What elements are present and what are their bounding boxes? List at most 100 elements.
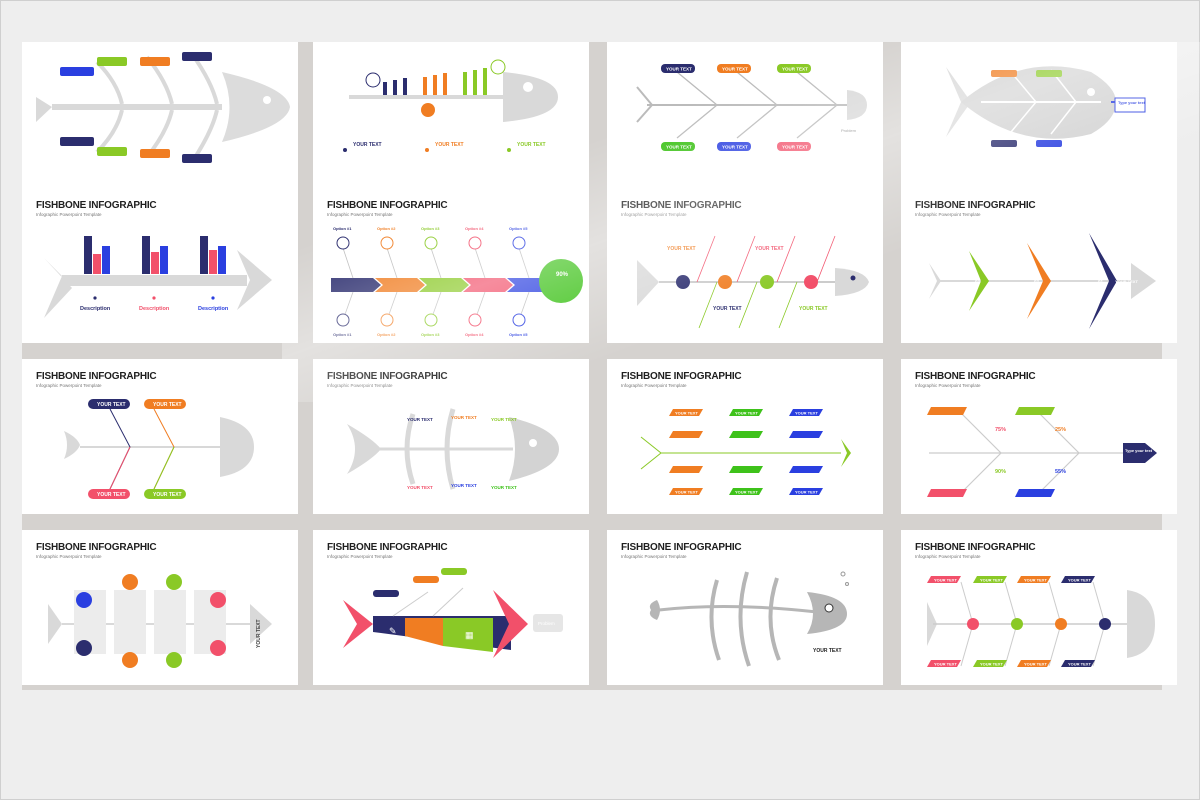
slide-14: FISHBONE INFOGRAPHIC Infographic Powerpo…	[313, 530, 589, 685]
slide-subtitle: Infographic Powerpoint Template	[915, 383, 981, 388]
label-your-text: YOUR TEXT	[666, 145, 692, 150]
fishbone-diagram: Type your text 75% 25% 90% 55%	[927, 407, 1157, 497]
slide-title: FISHBONE INFOGRAPHIC	[327, 200, 448, 211]
option-label: Option #5	[509, 332, 528, 337]
step-number: 03	[975, 279, 981, 284]
slide-1	[22, 42, 298, 197]
fishbone-diagram: YOUR TEXT YOUR TEXT YOUR TEXT YOUR TEXT	[637, 235, 869, 329]
fish-diagram: Type your text	[946, 66, 1146, 147]
label-your-text: YOUR TEXT	[666, 67, 692, 72]
option-label: Option #1	[333, 226, 352, 231]
slide-title: FISHBONE INFOGRAPHIC	[36, 542, 157, 553]
fish-diagram: YOUR TEXT YOUR TEXT YOUR TEXT YOUR TEXT …	[347, 408, 559, 490]
label-description: Description	[198, 306, 229, 312]
label-your-text: YOUR TEXT	[407, 417, 433, 422]
slide-subtitle: Infographic Powerpoint Template	[36, 554, 102, 559]
label-your-text: YOUR TEXT	[256, 619, 262, 648]
label-your-text: YOUR TEXT	[1024, 662, 1047, 667]
fishbone-diagram: YOUR TEXT YOUR TEXT YOUR TEXT YOUR TEXT …	[640, 409, 851, 495]
label-your-text: YOUR TEXT	[755, 246, 784, 252]
fishbone-diagram: YOUR TEXT YOUR TEXT YOUR TEXT YOUR TEXT	[64, 399, 254, 499]
label-your-text: YOUR TEXT	[435, 142, 464, 148]
label-your-text: YOUR TEXT	[713, 306, 742, 312]
label-your-text: YOUR TEXT	[782, 145, 808, 150]
percent-value: 75%	[995, 427, 1006, 433]
slide-13: FISHBONE INFOGRAPHIC Infographic Powerpo…	[22, 530, 298, 685]
label-your-text: YOUR TEXT	[934, 662, 957, 667]
label-your-text: YOUR TEXT	[795, 490, 818, 495]
slide-subtitle: Infographic Powerpoint Template	[36, 212, 102, 217]
slide-title: FISHBONE INFOGRAPHIC	[621, 542, 742, 553]
option-label: Option #3	[421, 226, 440, 231]
slide-subtitle: Infographic Powerpoint Template	[327, 383, 393, 388]
slide-8: FISHBONE INFOGRAPHIC Infographic Powerpo…	[901, 188, 1177, 343]
label-your-text: YOUR TEXT	[1068, 662, 1091, 667]
fishbone-diagram: YOUR TEXT YOUR TEXT YOUR TEXT YOUR TEXT …	[927, 576, 1155, 667]
label-your-text: YOUR TEXT	[782, 67, 808, 72]
slide-title: FISHBONE INFOGRAPHIC	[915, 371, 1036, 382]
fishbone-diagram: YOUR TEXT YOUR TEXT YOUR TEXT	[343, 59, 558, 152]
slides-board: YOUR TEXT YOUR TEXT YOUR TEXT YOUR TEXT …	[22, 42, 1200, 690]
fish-diagram: ✎ ▦ Problem	[343, 568, 563, 658]
fishbone-diagram: YOUR TEXT YOUR TEXT YOUR TEXT YOUR TEXT …	[636, 64, 867, 151]
slide-15: FISHBONE INFOGRAPHIC Infographic Powerpo…	[607, 530, 883, 685]
percent-value: 55%	[1055, 469, 1066, 475]
slide-10: FISHBONE INFOGRAPHIC Infographic Powerpo…	[313, 359, 589, 514]
label-your-text: YOUR TEXT	[153, 492, 182, 498]
slide-title: FISHBONE INFOGRAPHIC	[621, 371, 742, 382]
slide-subtitle: Infographic Powerpoint Template	[327, 554, 393, 559]
label-your-text: YOUR TEXT	[451, 483, 477, 488]
label-your-text: YOUR TEXT	[517, 142, 546, 148]
fishbone-diagram: YOUR TEXT	[48, 574, 272, 668]
fish-diagram: YOUR TEXT	[649, 571, 849, 667]
label-your-text: YOUR TEXT	[735, 411, 758, 416]
label-your-text: YOUR TEXT	[1024, 578, 1047, 583]
label-your-text: YOUR TEXT	[353, 142, 382, 148]
slide-5: FISHBONE INFOGRAPHIC Infographic Powerpo…	[22, 188, 298, 343]
slide-subtitle: Infographic Powerpoint Template	[915, 212, 981, 217]
slide-12: FISHBONE INFOGRAPHIC Infographic Powerpo…	[901, 359, 1177, 514]
label-problem: Problem	[841, 128, 857, 133]
slide-subtitle: Infographic Powerpoint Template	[915, 554, 981, 559]
label-your-text: YOUR TEXT	[980, 662, 1003, 667]
slide-title: FISHBONE INFOGRAPHIC	[327, 542, 448, 553]
fishbone-diagram	[36, 52, 290, 164]
slide-title: FISHBONE INFOGRAPHIC	[36, 200, 157, 211]
label-your-text: YOUR TEXT	[97, 492, 126, 498]
step-number: 01	[1098, 279, 1104, 284]
label-your-text: YOUR TEXT	[451, 415, 477, 420]
slide-7: FISHBONE INFOGRAPHIC Infographic Powerpo…	[607, 188, 883, 343]
label-your-text: YOUR TEXT	[722, 67, 748, 72]
label-description: Description	[139, 306, 170, 312]
label-your-text: YOUR TEXT	[722, 145, 748, 150]
option-label: Option #5	[509, 226, 528, 231]
label-your-text: YOUR TEXT	[1068, 578, 1091, 583]
label-your-text: YOUR TEXT	[795, 411, 818, 416]
label-your-text: YOUR TEXT	[97, 402, 126, 408]
slide-title: FISHBONE INFOGRAPHIC	[915, 200, 1036, 211]
label-your-text: YOUR TEXT	[491, 485, 517, 490]
slide-subtitle: Infographic Powerpoint Template	[36, 383, 102, 388]
label-your-text: YOUR TEXT	[407, 485, 433, 490]
slide-9: FISHBONE INFOGRAPHIC Infographic Powerpo…	[22, 359, 298, 514]
slide-6: FISHBONE INFOGRAPHIC Infographic Powerpo…	[313, 188, 589, 343]
slide-16: FISHBONE INFOGRAPHIC Infographic Powerpo…	[901, 530, 1177, 685]
option-label: Option #3	[421, 332, 440, 337]
option-label: Option #4	[465, 226, 484, 231]
bar-fishbone-chart: Description Description Description	[44, 236, 272, 318]
label-your-text: YOUR TEXT	[980, 578, 1003, 583]
option-label: Option #2	[377, 332, 396, 337]
option-label: Option #1	[333, 332, 352, 337]
label-your-text: YOUR TEXT	[667, 246, 696, 252]
slide-4: Type your text	[901, 42, 1177, 197]
arrow-fishbone-diagram: 03 02 01 YOUR TEXT	[929, 233, 1156, 329]
slide-2: YOUR TEXT YOUR TEXT YOUR TEXT	[313, 42, 589, 197]
slide-subtitle: Infographic Powerpoint Template	[621, 383, 687, 388]
label-your-text: YOUR TEXT	[491, 417, 517, 422]
label-problem: Problem	[538, 621, 555, 626]
label-your-text: YOUR TEXT	[735, 490, 758, 495]
label-your-text: YOUR TEXT	[153, 402, 182, 408]
slide-subtitle: Infographic Powerpoint Template	[621, 554, 687, 559]
percent-value: 90%	[995, 469, 1006, 475]
label-type-your-text: Type your text	[1125, 448, 1153, 453]
